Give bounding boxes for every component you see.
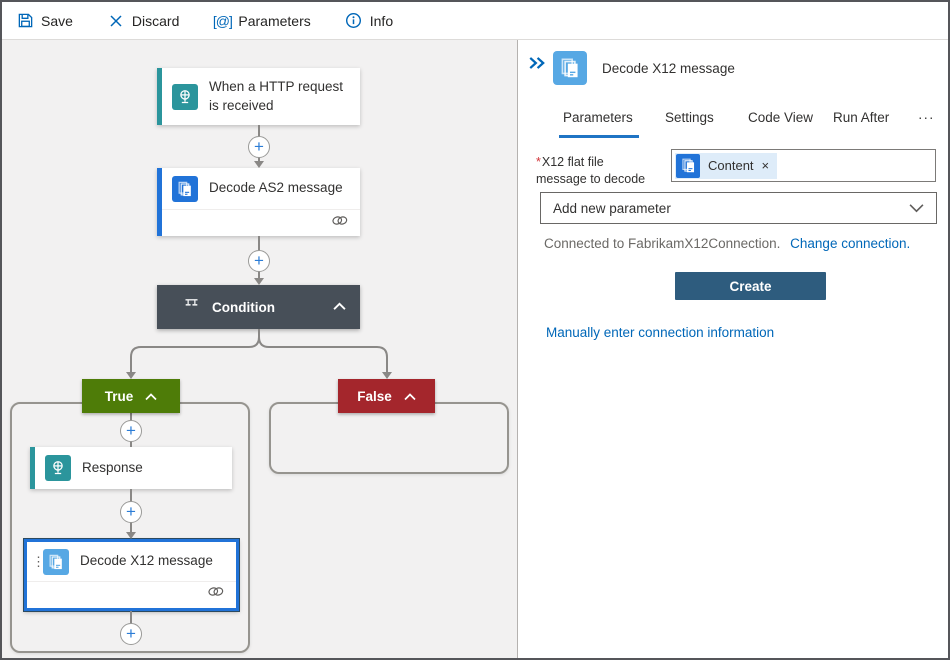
node-title: When a HTTP request is received	[209, 79, 344, 113]
drag-handle-icon[interactable]: ⋮	[32, 554, 45, 569]
connection-link-icon	[206, 585, 226, 603]
connection-link-icon	[330, 214, 350, 232]
save-label: Save	[41, 12, 73, 29]
tab-more[interactable]: ···	[918, 110, 935, 125]
node-decode-x12-selected[interactable]: ⋮ Decode X12 message	[24, 539, 239, 611]
info-button[interactable]: Info	[345, 12, 393, 30]
x12-message-input[interactable]: Content ×	[671, 149, 936, 182]
tab-settings[interactable]: Settings	[665, 110, 714, 125]
info-icon	[345, 12, 363, 30]
content-token[interactable]: Content ×	[675, 152, 778, 179]
add-new-parameter-dropdown[interactable]: Add new parameter	[540, 192, 937, 224]
response-icon	[45, 455, 71, 481]
content-token-icon	[676, 153, 700, 178]
false-branch-badge[interactable]: False	[338, 379, 435, 413]
branch-split-connector	[130, 329, 388, 373]
x12-message-icon	[43, 548, 69, 575]
as2-message-icon	[172, 175, 198, 202]
parameters-label: Parameters	[238, 12, 311, 29]
node-title: Decode AS2 message	[209, 180, 343, 196]
http-request-icon	[172, 83, 198, 110]
action-details-panel: Decode X12 message Parameters Settings C…	[518, 40, 947, 658]
chevron-up-icon[interactable]	[333, 298, 346, 316]
connector-arrow	[126, 372, 136, 379]
x12-panel-icon	[553, 51, 587, 85]
parameters-icon: [@]	[212, 12, 233, 29]
remove-token-icon[interactable]: ×	[761, 158, 770, 173]
condition-icon	[183, 296, 200, 318]
chevron-up-icon[interactable]	[404, 389, 416, 404]
node-response[interactable]: Response	[30, 447, 232, 489]
branch-label: False	[357, 388, 392, 404]
designer-toolbar: Save Discard [@] Parameters Info	[2, 2, 948, 40]
node-title: Condition	[212, 299, 275, 315]
parameters-button[interactable]: [@] Parameters	[212, 12, 311, 30]
connector-arrow	[254, 161, 264, 168]
discard-button[interactable]: Discard	[107, 12, 179, 30]
chevron-up-icon[interactable]	[145, 389, 157, 404]
insert-step-button[interactable]: +	[248, 136, 270, 158]
add-parameter-placeholder: Add new parameter	[553, 200, 671, 216]
node-title: Decode X12 message	[80, 553, 213, 569]
token-label: Content	[708, 158, 754, 173]
save-icon	[16, 12, 34, 30]
node-title: Response	[82, 459, 143, 475]
node-condition[interactable]: Condition	[157, 285, 360, 329]
active-tab-underline	[559, 135, 639, 138]
insert-step-button[interactable]: +	[120, 420, 142, 442]
connector-arrow	[254, 278, 264, 285]
tab-run-after[interactable]: Run After	[833, 110, 890, 125]
info-label: Info	[369, 12, 394, 29]
true-branch-badge[interactable]: True	[82, 379, 180, 413]
required-mark: *	[536, 155, 541, 169]
insert-step-button[interactable]: +	[120, 623, 142, 645]
create-button[interactable]: Create	[675, 272, 826, 300]
save-button[interactable]: Save	[16, 12, 73, 30]
workflow-canvas: + + + + + When a HTTP request is receive…	[2, 40, 518, 658]
change-connection-link[interactable]: Change connection.	[790, 236, 911, 251]
connection-status: Connected to FabrikamX12Connection. Chan…	[544, 236, 911, 251]
insert-step-button[interactable]: +	[120, 501, 142, 523]
tab-code-view[interactable]: Code View	[748, 110, 814, 125]
collapse-panel-icon[interactable]	[528, 56, 548, 72]
connector-arrow	[382, 372, 392, 379]
panel-title: Decode X12 message	[602, 61, 735, 76]
discard-icon	[107, 12, 125, 30]
discard-label: Discard	[131, 12, 180, 29]
tab-parameters[interactable]: Parameters	[563, 110, 633, 125]
param-label: *X12 flat file message to decode	[536, 155, 646, 186]
chevron-down-icon	[909, 201, 924, 216]
insert-step-button[interactable]: +	[248, 250, 270, 272]
branch-label: True	[104, 388, 134, 404]
node-decode-as2[interactable]: Decode AS2 message	[157, 168, 360, 236]
node-http-request-trigger[interactable]: When a HTTP request is received	[157, 68, 360, 125]
connector-arrow	[126, 532, 136, 539]
manual-connection-link[interactable]: Manually enter connection information	[546, 325, 775, 340]
